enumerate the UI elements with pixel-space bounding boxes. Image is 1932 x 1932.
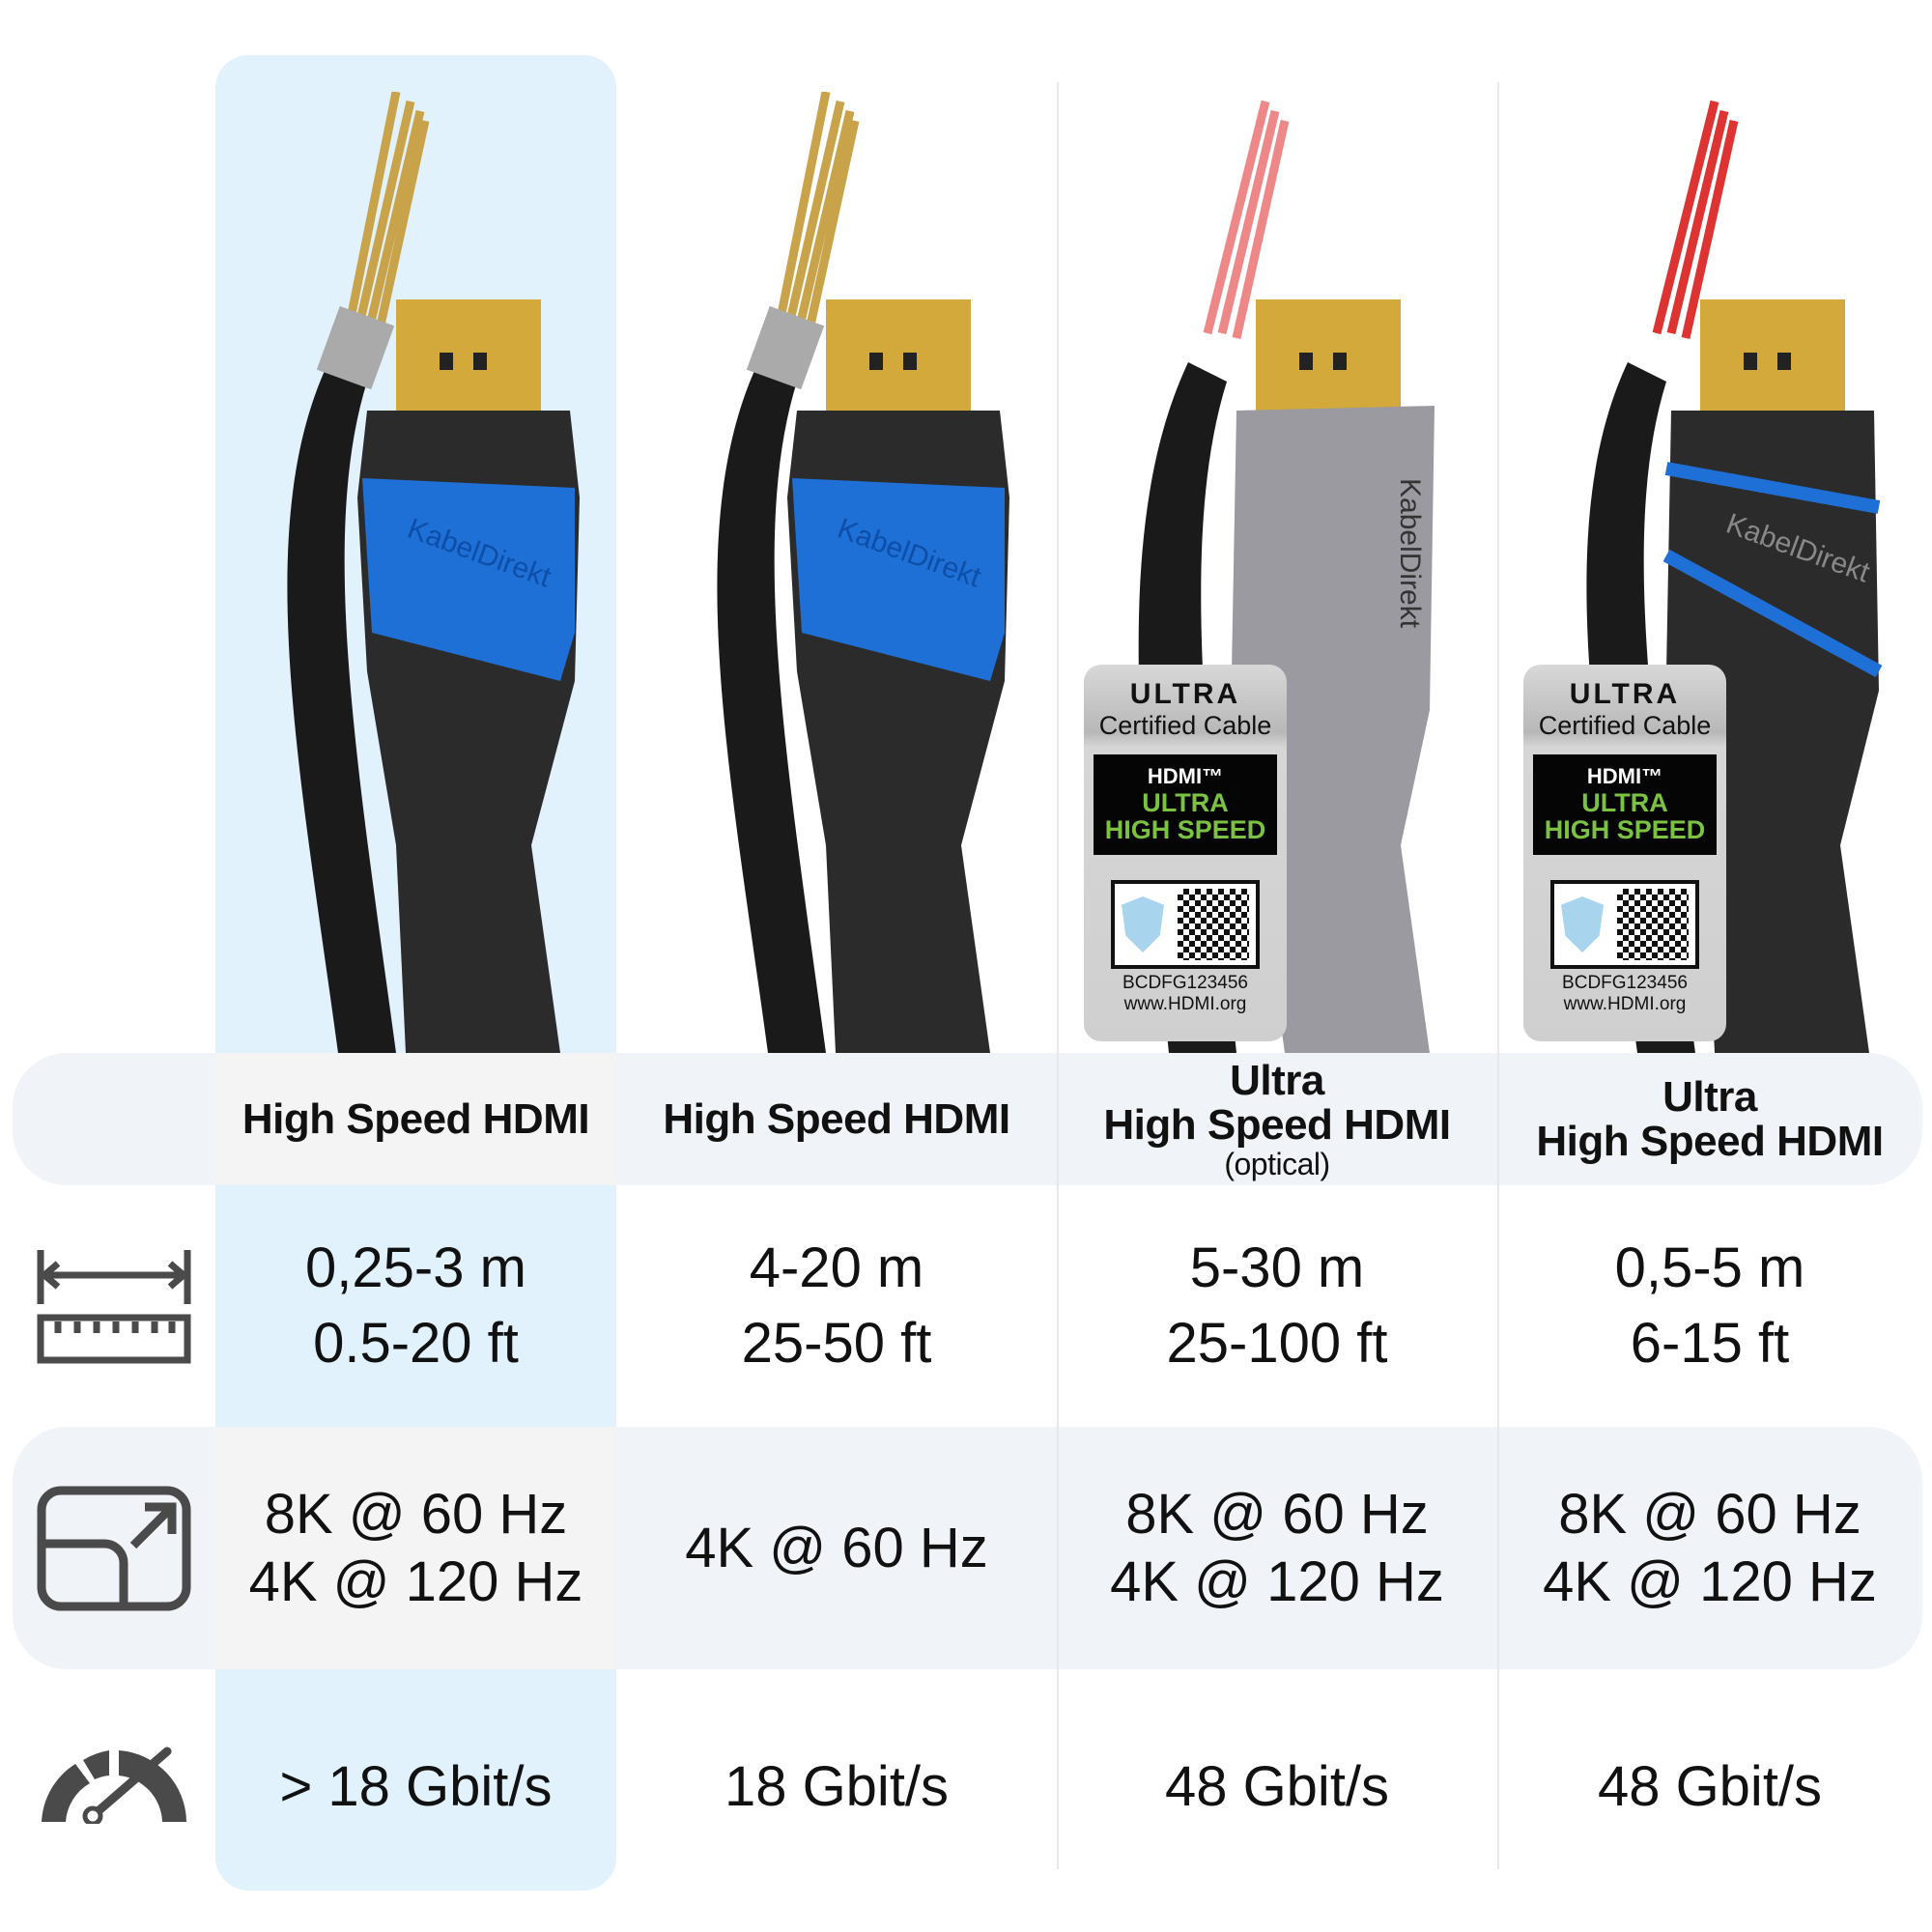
speed-cell: > 18 Gbit/s — [215, 1681, 616, 1893]
length-meters: 0,5-5 m — [1614, 1236, 1805, 1299]
column-subtitle: (optical) — [1224, 1146, 1330, 1181]
speed-cell: 48 Gbit/s — [1057, 1681, 1497, 1893]
badge-high-speed: HIGH SPEED — [1544, 815, 1706, 844]
column-header: High Speed HDMI — [616, 1053, 1057, 1185]
length-cell: 0,25-3 m 0.5-20 ft — [215, 1185, 616, 1427]
badge-certified: Certified Cable — [1098, 711, 1272, 740]
speed-cell: 48 Gbit/s — [1497, 1681, 1922, 1893]
divider — [1057, 82, 1059, 1869]
resolution-primary: 8K @ 60 Hz — [264, 1482, 568, 1546]
resolution-primary: 4K @ 60 Hz — [685, 1516, 988, 1579]
badge-code: BCDFG123456 — [1562, 973, 1688, 993]
resolution-primary: 8K @ 60 Hz — [1125, 1482, 1429, 1546]
hdmi-cable-image: KabelDirekt — [287, 92, 580, 1053]
column-title: High Speed HDMI — [1536, 1117, 1884, 1165]
speedometer-icon — [42, 1747, 186, 1824]
length-meters: 4-20 m — [749, 1236, 924, 1299]
resolution-secondary: 4K @ 120 Hz — [1543, 1549, 1877, 1613]
bandwidth: > 18 Gbit/s — [279, 1755, 553, 1818]
resolution-secondary: 4K @ 120 Hz — [1110, 1549, 1444, 1613]
badge-ultra-green: ULTRA — [1142, 788, 1229, 817]
header-cell — [215, 1053, 616, 1185]
resolution-cell: 4K @ 60 Hz — [616, 1427, 1057, 1669]
resolution-primary: 8K @ 60 Hz — [1558, 1482, 1861, 1546]
speed-cell: 18 Gbit/s — [616, 1681, 1057, 1893]
badge-ultra: ULTRA — [1569, 678, 1681, 710]
column-title: High Speed HDMI — [242, 1094, 590, 1143]
qr-code — [1550, 880, 1699, 969]
badge-url: www.HDMI.org — [1563, 994, 1687, 1014]
length-feet: 6-15 ft — [1630, 1312, 1790, 1375]
length-feet: 25-50 ft — [741, 1312, 932, 1375]
brand-logo-text: KabelDirekt — [1394, 478, 1426, 629]
shield-icon — [1122, 896, 1164, 952]
column-title: High Speed HDMI — [663, 1094, 1010, 1143]
badge-high-speed: HIGH SPEED — [1104, 815, 1266, 844]
column-title-line1: Ultra — [1662, 1072, 1757, 1121]
length-feet: 25-100 ft — [1166, 1312, 1388, 1375]
badge-code: BCDFG123456 — [1122, 973, 1248, 993]
qr-code-icon — [1617, 889, 1689, 960]
column-header: High Speed HDMI — [215, 1053, 616, 1185]
length-cell: 0,5-5 m 6-15 ft — [1497, 1185, 1922, 1427]
badge-ultra: ULTRA — [1129, 678, 1241, 710]
resolution-secondary: 4K @ 120 Hz — [248, 1549, 583, 1613]
qr-code-icon — [1178, 889, 1249, 960]
badge-certified: Certified Cable — [1538, 711, 1712, 740]
length-cell: 5-30 m 25-100 ft — [1057, 1185, 1497, 1427]
badge-url: www.HDMI.org — [1123, 994, 1247, 1014]
shield-icon — [1561, 896, 1604, 952]
badge-ultra-green: ULTRA — [1581, 788, 1668, 817]
length-feet: 0.5-20 ft — [313, 1312, 519, 1375]
hdmi-cable-image: KabelDirekt — [671, 92, 1019, 1053]
bandwidth: 18 Gbit/s — [724, 1755, 950, 1818]
resolution-cell — [215, 1427, 616, 1669]
bandwidth: 48 Gbit/s — [1597, 1755, 1823, 1818]
bandwidth: 48 Gbit/s — [1164, 1755, 1390, 1818]
length-meters: 0,25-3 m — [305, 1236, 526, 1299]
badge-hdmi-logo: HDMI™ — [1147, 764, 1224, 788]
badge-hdmi-logo: HDMI™ — [1586, 764, 1663, 788]
qr-code — [1111, 880, 1260, 969]
ruler-length-icon — [37, 1250, 191, 1364]
column-title: High Speed HDMI — [1103, 1100, 1451, 1149]
divider — [1497, 82, 1499, 1869]
screen-resolution-icon — [37, 1486, 191, 1611]
length-meters: 5-30 m — [1189, 1236, 1365, 1299]
length-cell: 4-20 m 25-50 ft — [616, 1185, 1057, 1427]
column-title-line1: Ultra — [1230, 1056, 1324, 1104]
